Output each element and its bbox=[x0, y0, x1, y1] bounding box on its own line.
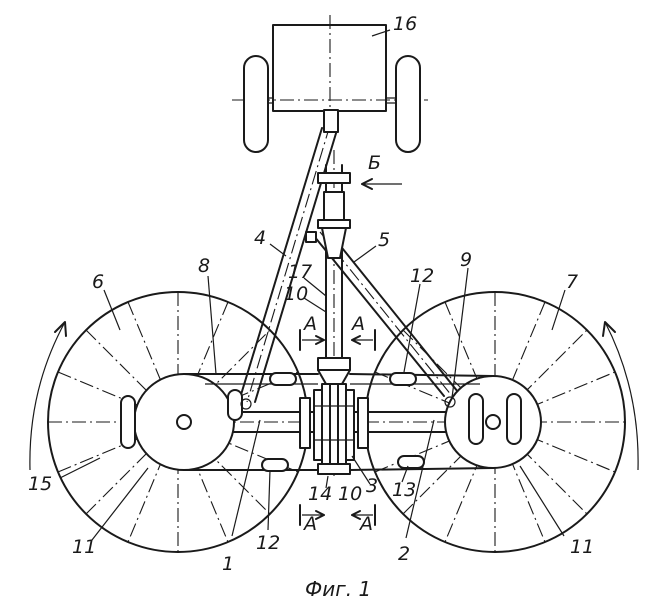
leader-lines bbox=[59, 29, 566, 541]
label-1: 1 bbox=[222, 553, 234, 575]
left-pulley bbox=[133, 373, 235, 471]
label-7: 7 bbox=[566, 271, 578, 293]
right-rotation-arrow bbox=[602, 321, 639, 471]
label-6: 6 bbox=[92, 271, 104, 293]
central-gearbox bbox=[299, 383, 369, 475]
label-a-top-left: A bbox=[302, 313, 317, 335]
label-16: 16 bbox=[393, 13, 417, 35]
label-10-bottom: 10 bbox=[338, 483, 362, 505]
figure-caption: Фиг. 1 bbox=[305, 577, 371, 601]
drive-belts bbox=[183, 373, 494, 471]
label-b: Б bbox=[368, 152, 381, 174]
label-4: 4 bbox=[254, 227, 266, 249]
frame-rods bbox=[239, 109, 459, 403]
label-11-right: 11 bbox=[570, 536, 594, 558]
slot-bearings bbox=[120, 372, 522, 472]
section-marks bbox=[299, 329, 376, 526]
label-a-bottom-right: A bbox=[358, 513, 373, 535]
label-11-left: 11 bbox=[72, 536, 96, 558]
right-pulley bbox=[444, 375, 542, 469]
label-17: 17 bbox=[288, 261, 312, 283]
label-14: 14 bbox=[308, 483, 332, 505]
label-13: 13 bbox=[392, 479, 416, 501]
label-10-top: 10 bbox=[284, 283, 308, 305]
label-a-bottom-left: A bbox=[302, 513, 317, 535]
label-a-top-right: A bbox=[350, 313, 365, 335]
left-rotation-arrow bbox=[29, 321, 67, 471]
label-15: 15 bbox=[28, 473, 52, 495]
label-12-bottom: 12 bbox=[256, 532, 280, 554]
part-labels: 16 Б 4 5 8 9 6 7 12 17 10 A A 15 11 11 1… bbox=[28, 13, 594, 575]
label-3: 3 bbox=[366, 475, 378, 497]
label-9: 9 bbox=[460, 249, 472, 271]
view-arrow-b bbox=[361, 178, 402, 190]
label-8: 8 bbox=[198, 255, 210, 277]
label-12-top: 12 bbox=[410, 265, 434, 287]
label-5: 5 bbox=[378, 229, 390, 251]
label-2: 2 bbox=[398, 543, 410, 565]
